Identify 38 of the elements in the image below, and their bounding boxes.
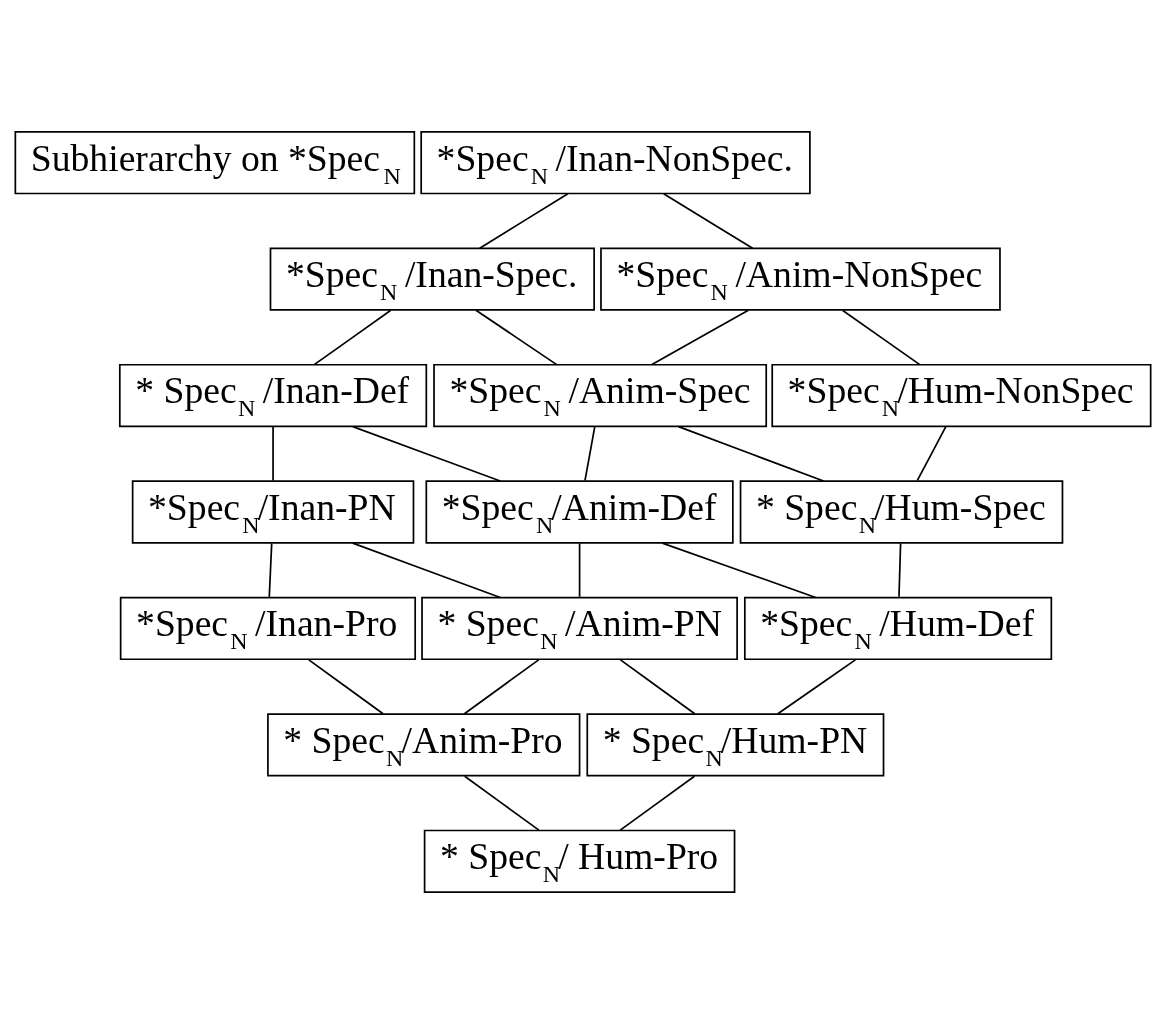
node-box: *Spec$_{N}$/Anim-Def bbox=[425, 480, 734, 544]
node-box: *Spec$_{N}$/Hum-NonSpec bbox=[771, 363, 1152, 428]
connector bbox=[584, 426, 596, 482]
node-box: * Spec$_{N}$ /Inan-Def bbox=[118, 363, 428, 428]
node-box: *Spec$_{N}$ /Hum-Def bbox=[743, 596, 1053, 661]
node-box: * Spec$_{N}$/Hum-PN bbox=[586, 713, 885, 777]
connector bbox=[662, 192, 754, 249]
connector bbox=[463, 659, 540, 715]
connector bbox=[619, 659, 696, 715]
connector bbox=[268, 542, 273, 598]
node-box: * Spec$_{N}$/ Hum-Pro bbox=[423, 829, 736, 893]
node-box: *Spec$_{N}$ /Anim-Spec bbox=[433, 363, 768, 428]
connector bbox=[651, 309, 750, 366]
node-box: Subhierarchy on *Spec$_{N}$ bbox=[14, 131, 416, 195]
connector bbox=[841, 309, 921, 366]
node-box: *Spec$_{N}$ /Inan-NonSpec. bbox=[420, 131, 811, 195]
connector bbox=[351, 542, 502, 599]
connector bbox=[578, 542, 581, 598]
node-box: *Spec$_{N}$ /Inan-Pro bbox=[119, 596, 417, 661]
node-box: * Spec$_{N}$/Anim-Pro bbox=[267, 713, 581, 777]
connector bbox=[661, 542, 817, 599]
node-box: *Spec$_{N}$ /Anim-NonSpec bbox=[600, 247, 1001, 311]
node-box: *Spec$_{N}$/Inan-PN bbox=[131, 480, 415, 544]
connector bbox=[272, 426, 274, 482]
connector bbox=[478, 192, 569, 249]
node-box: * Spec$_{N}$ /Anim-PN bbox=[421, 596, 738, 661]
node-box: * Spec$_{N}$/Hum-Spec bbox=[739, 480, 1064, 544]
connector bbox=[677, 425, 825, 482]
connector bbox=[777, 659, 857, 715]
connector bbox=[351, 425, 502, 482]
connector bbox=[898, 542, 902, 598]
connector bbox=[619, 775, 696, 831]
connector bbox=[916, 426, 947, 482]
connector bbox=[313, 309, 392, 366]
node-box: *Spec$_{N}$ /Inan-Spec. bbox=[269, 247, 595, 311]
connector bbox=[308, 659, 384, 715]
connector bbox=[475, 309, 558, 366]
connector bbox=[463, 775, 540, 831]
